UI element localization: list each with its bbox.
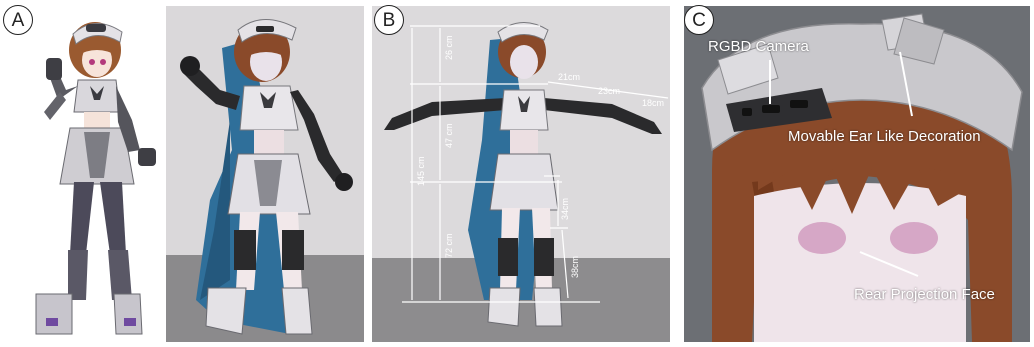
measurement-thigh: 34cm bbox=[560, 198, 570, 220]
measurement-shin: 38cm bbox=[570, 256, 580, 278]
panel-a-letter: A bbox=[3, 5, 33, 35]
panel-c-letter: C bbox=[684, 5, 714, 35]
anime-illustration bbox=[35, 22, 156, 335]
measurement-upper-arm: 21cm bbox=[558, 72, 580, 82]
label-rgbd-camera: RGBD Camera bbox=[708, 38, 809, 55]
callout-lines bbox=[769, 51, 919, 277]
panel-b-figure: 26 cm 47 cm 145 cm 72 cm 21cm 23cm 18cm … bbox=[372, 6, 670, 342]
measurement-forearm: 23cm bbox=[598, 86, 620, 96]
measurement-hand: 18cm bbox=[642, 98, 664, 108]
panel-a-figures bbox=[0, 0, 364, 347]
measurement-total: 145 cm bbox=[416, 156, 426, 186]
panel-b: B bbox=[372, 0, 678, 347]
measurement-lines bbox=[402, 25, 669, 303]
measurement-legs: 72 cm bbox=[444, 233, 454, 258]
panel-b-letter: B bbox=[374, 5, 404, 35]
panel-c: C RGBD Camera Movable Ear Like Decoratio… bbox=[682, 0, 1034, 347]
label-ear-decoration: Movable Ear Like Decoration bbox=[788, 128, 981, 145]
label-rear-projection-face: Rear Projection Face bbox=[854, 286, 995, 303]
measurement-head: 26 cm bbox=[444, 35, 454, 60]
robot-photo-front bbox=[180, 19, 353, 335]
measurement-torso: 47 cm bbox=[444, 123, 454, 148]
panel-c-closeup bbox=[684, 6, 1030, 342]
panel-a: A bbox=[0, 0, 368, 347]
